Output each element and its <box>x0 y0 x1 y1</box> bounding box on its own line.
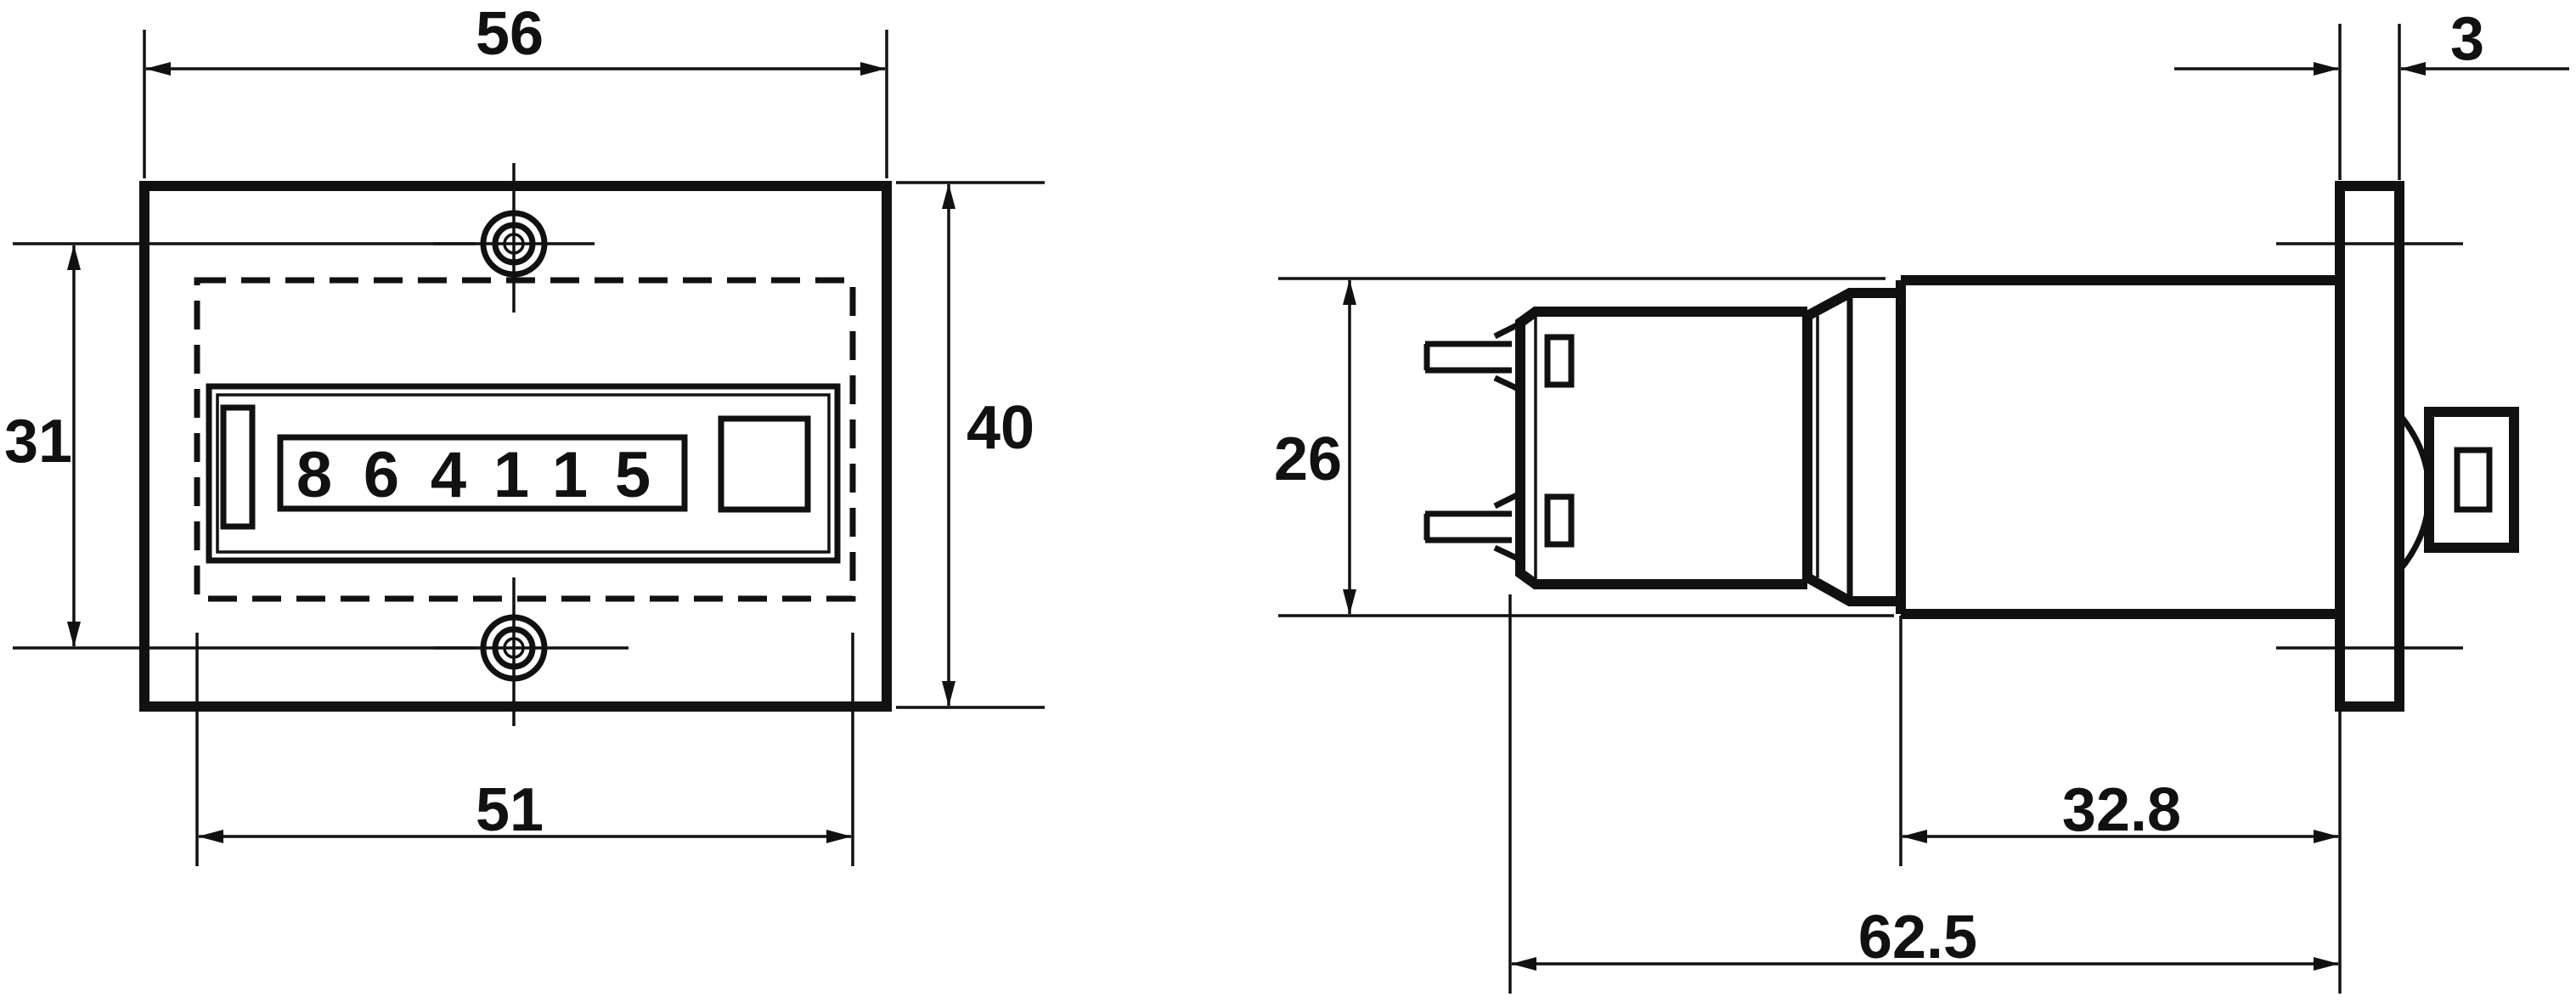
counter-digit: 6 <box>364 439 399 511</box>
dimension-label-40: 40 <box>967 394 1034 462</box>
front-view: 8 6 4 1 1 5 56 51 <box>4 0 1045 866</box>
counter-body <box>1896 275 2340 619</box>
panel-cutout-dashed <box>194 277 856 602</box>
dimension-label-62-5: 62.5 <box>1858 904 1977 971</box>
side-view: 26 3 32.8 62.5 <box>1274 5 2569 994</box>
front-button <box>2424 407 2519 553</box>
counter-digit: 8 <box>296 439 332 511</box>
counter-digits: 8 6 4 1 1 5 <box>296 439 651 511</box>
dimension-label-51: 51 <box>476 776 544 844</box>
terminal-slot-lower <box>1544 493 1575 548</box>
counter-digit: 1 <box>493 439 529 511</box>
reset-slot <box>220 404 256 530</box>
dimension-label-32-8: 32.8 <box>2062 776 2181 844</box>
body-neck <box>1802 288 1901 606</box>
dimension-label-3: 3 <box>2450 5 2484 73</box>
terminal-block <box>1515 307 1807 589</box>
terminal-pin-lower <box>1423 489 1524 564</box>
front-button-slot <box>2454 447 2493 513</box>
display-window-frame <box>206 383 841 564</box>
display-window-inner <box>216 393 831 554</box>
dimension-label-56: 56 <box>476 0 544 68</box>
counter-digits-frame <box>277 434 688 512</box>
terminal-slot-upper <box>1544 334 1575 388</box>
front-housing-outline <box>139 181 892 712</box>
dimension-label-26: 26 <box>1274 425 1342 493</box>
mounting-flange <box>2335 181 2404 712</box>
counter-digit: 4 <box>431 439 466 511</box>
mounting-hole-bottom <box>433 577 628 726</box>
terminal-pin-upper <box>1423 319 1524 394</box>
counter-digit: 1 <box>552 439 588 511</box>
reset-button <box>718 415 811 513</box>
counter-digit: 5 <box>615 439 651 511</box>
dimension-label-31: 31 <box>4 408 72 476</box>
